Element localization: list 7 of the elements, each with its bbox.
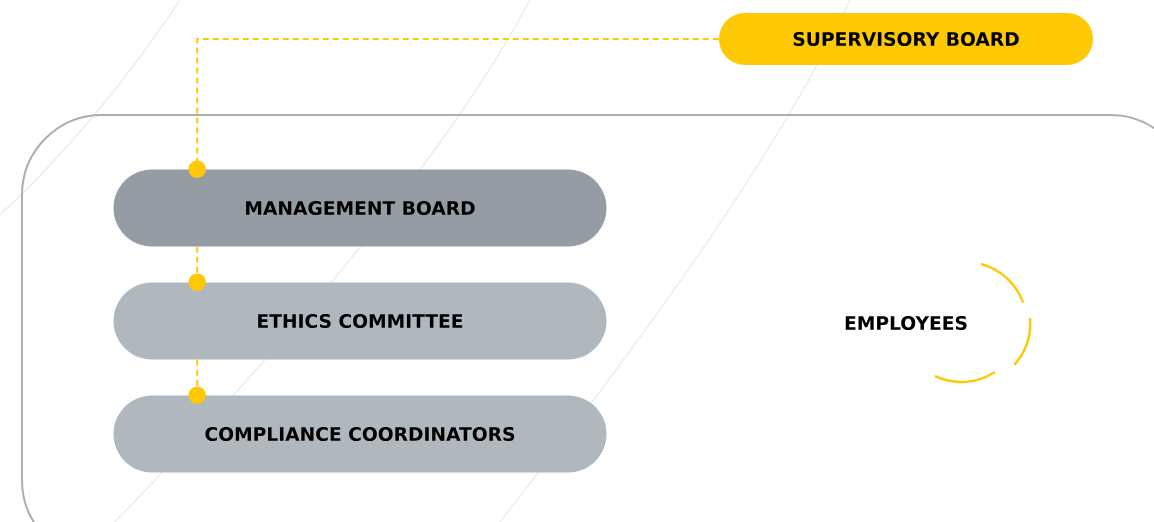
connector	[188, 245, 206, 291]
connector	[188, 358, 206, 404]
supervisory-pill: SUPERVISORY BOARD	[719, 13, 1093, 65]
org-pill: MANAGEMENT BOARD	[113, 169, 607, 247]
org-pill: ETHICS COMMITTEE	[113, 282, 607, 360]
connector	[188, 38, 720, 178]
org-pill: COMPLIANCE COORDINATORS	[113, 395, 607, 473]
